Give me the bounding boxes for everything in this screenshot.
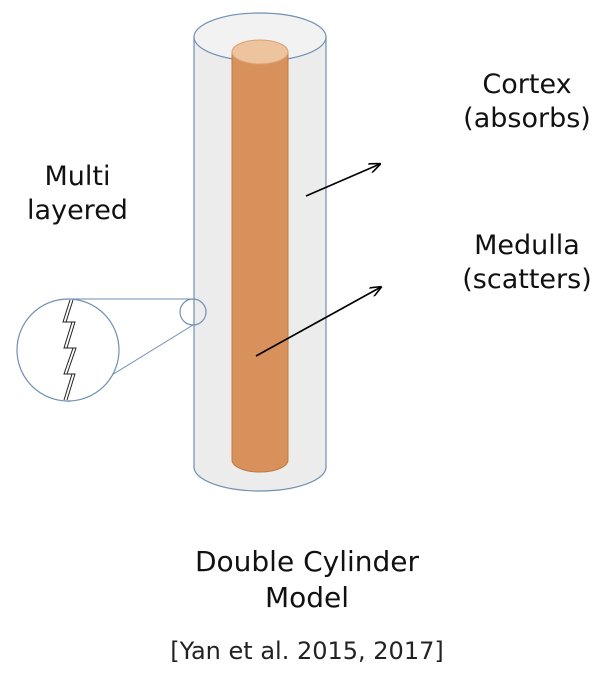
multi-layered-label: Multi layered [0,160,155,228]
medulla-label-line1: Medulla [474,230,580,261]
diagram-caption: Double Cylinder Model [0,544,614,616]
magnifier-circle [16,298,120,402]
medulla-label: Medulla (scatters) [440,229,614,297]
caption-title-line2: Model [264,581,350,614]
magnifier [16,298,207,403]
cortex-label-line2: (absorbs) [463,103,591,134]
medulla-arrow [255,287,381,357]
cortex-arrow [305,164,380,197]
cortex-label: Cortex (absorbs) [440,68,614,136]
medulla-label-line2: (scatters) [462,264,592,295]
citation: [Yan et al. 2015, 2017] [170,637,444,665]
cortex-label-line1: Cortex [482,69,572,100]
multi-layered-label-line1: Multi [44,161,111,192]
caption-title-line1: Double Cylinder [194,545,420,578]
medulla-cylinder [231,39,289,473]
multi-layered-label-line2: layered [27,195,128,226]
